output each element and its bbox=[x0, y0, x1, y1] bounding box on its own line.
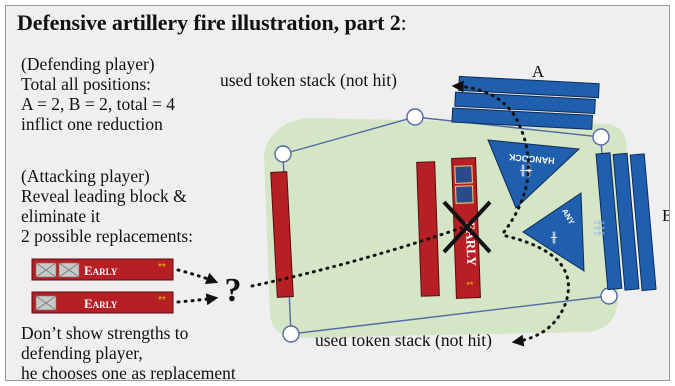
arrow-replacement-1 bbox=[176, 268, 219, 285]
question-mark: ? bbox=[225, 272, 242, 309]
svg-text:╫╫: ╫╫ bbox=[519, 164, 533, 177]
replacement-block-2: Early ** bbox=[31, 291, 174, 314]
confederate-block-left bbox=[270, 171, 294, 298]
svg-text:**: ** bbox=[158, 295, 166, 306]
arrow-to-token-top bbox=[451, 80, 530, 234]
defending-heading: (Defending player) bbox=[21, 54, 155, 74]
union-stack-b bbox=[595, 152, 657, 292]
position-b-label: B bbox=[662, 206, 670, 225]
svg-text:HANCOCK: HANCOCK bbox=[508, 152, 555, 166]
svg-text:╫╫╫: ╫╫╫ bbox=[593, 219, 605, 237]
arrow-to-front-block bbox=[250, 226, 463, 288]
arrow-to-token-bottom bbox=[504, 234, 570, 347]
position-a-label: A bbox=[532, 62, 545, 81]
attacking-line-2: eliminate it bbox=[21, 206, 101, 226]
attacking-heading: (Attacking player) bbox=[21, 166, 150, 186]
replacement-1-label: Early bbox=[84, 263, 118, 278]
eliminate-mark bbox=[442, 200, 492, 254]
note-line-2: defending player, bbox=[21, 343, 143, 363]
sideways-token: ANY ╫ ╫╫╫ bbox=[522, 192, 605, 272]
union-stack-a bbox=[451, 75, 600, 130]
callout-top: used token stack (not hit) bbox=[220, 70, 397, 90]
illustration-panel: Defensive artillery fire illustration, p… bbox=[5, 5, 670, 381]
note-line-1: Don’t show strengths to bbox=[21, 323, 189, 343]
battle-diagram: A B HANCOCK ╫╫ ANY ╫ ╫╫╫ EARLY ** bbox=[31, 62, 670, 347]
area-node bbox=[592, 128, 610, 146]
attacking-line-3: 2 possible replacements: bbox=[21, 226, 194, 246]
defending-line-3: inflict one reduction bbox=[21, 114, 163, 134]
attacking-line-1: Reveal leading block & bbox=[21, 186, 187, 206]
replacement-2-label: Early bbox=[84, 296, 118, 311]
defending-line-1: Total all positions: bbox=[21, 74, 152, 94]
area-node bbox=[406, 108, 424, 126]
confederate-block-front bbox=[416, 161, 440, 297]
arrow-replacement-2 bbox=[176, 293, 219, 306]
page-title: Defensive artillery fire illustration, p… bbox=[17, 10, 407, 35]
area-node bbox=[282, 325, 300, 343]
svg-text:**: ** bbox=[158, 262, 166, 273]
area-node bbox=[274, 145, 292, 163]
area-node bbox=[600, 287, 618, 305]
svg-text:╫: ╫ bbox=[550, 231, 558, 244]
defending-line-2: A = 2, B = 2, total = 4 bbox=[21, 94, 176, 114]
replacement-block-1: Early ** bbox=[31, 258, 174, 281]
svg-text:**: ** bbox=[466, 280, 474, 290]
svg-text:EARLY: EARLY bbox=[463, 221, 480, 266]
note-line-3: he chooses one as replacement bbox=[21, 363, 236, 381]
